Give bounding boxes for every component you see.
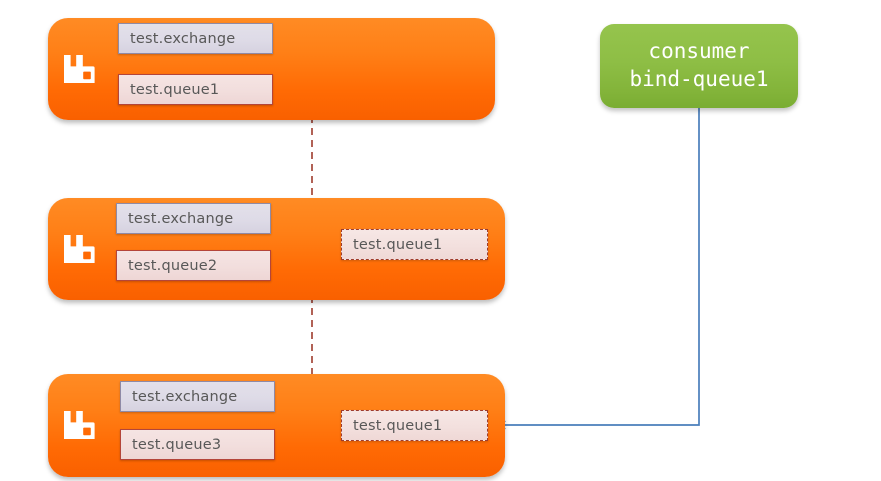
rabbitmq-logo-icon (64, 235, 95, 263)
consumer-node[interactable]: consumer bind-queue1 (600, 24, 798, 108)
exchange-chip[interactable]: test.exchange (120, 381, 275, 412)
exchange-chip[interactable]: test.exchange (116, 203, 271, 234)
exchange-chip[interactable]: test.exchange (118, 23, 273, 54)
rabbitmq-logo-icon (64, 411, 95, 439)
queue-ref-chip[interactable]: test.queue1 (341, 410, 488, 441)
consumer-label-line1: consumer (648, 39, 750, 64)
queue-chip[interactable]: test.queue1 (118, 74, 273, 105)
broker-node-1[interactable]: test.exchange test.queue1 (48, 18, 495, 120)
queue-ref-chip[interactable]: test.queue1 (341, 229, 488, 260)
consumer-binding-path (495, 108, 700, 430)
broker-node-3[interactable]: test.exchange test.queue3 test.queue1 (48, 374, 505, 477)
queue-chip[interactable]: test.queue2 (116, 250, 271, 281)
consumer-label-line2: bind-queue1 (629, 67, 769, 91)
broker-node-2[interactable]: test.exchange test.queue2 test.queue1 (48, 198, 505, 300)
queue-chip[interactable]: test.queue3 (120, 429, 275, 460)
rabbitmq-logo-icon (64, 55, 95, 83)
